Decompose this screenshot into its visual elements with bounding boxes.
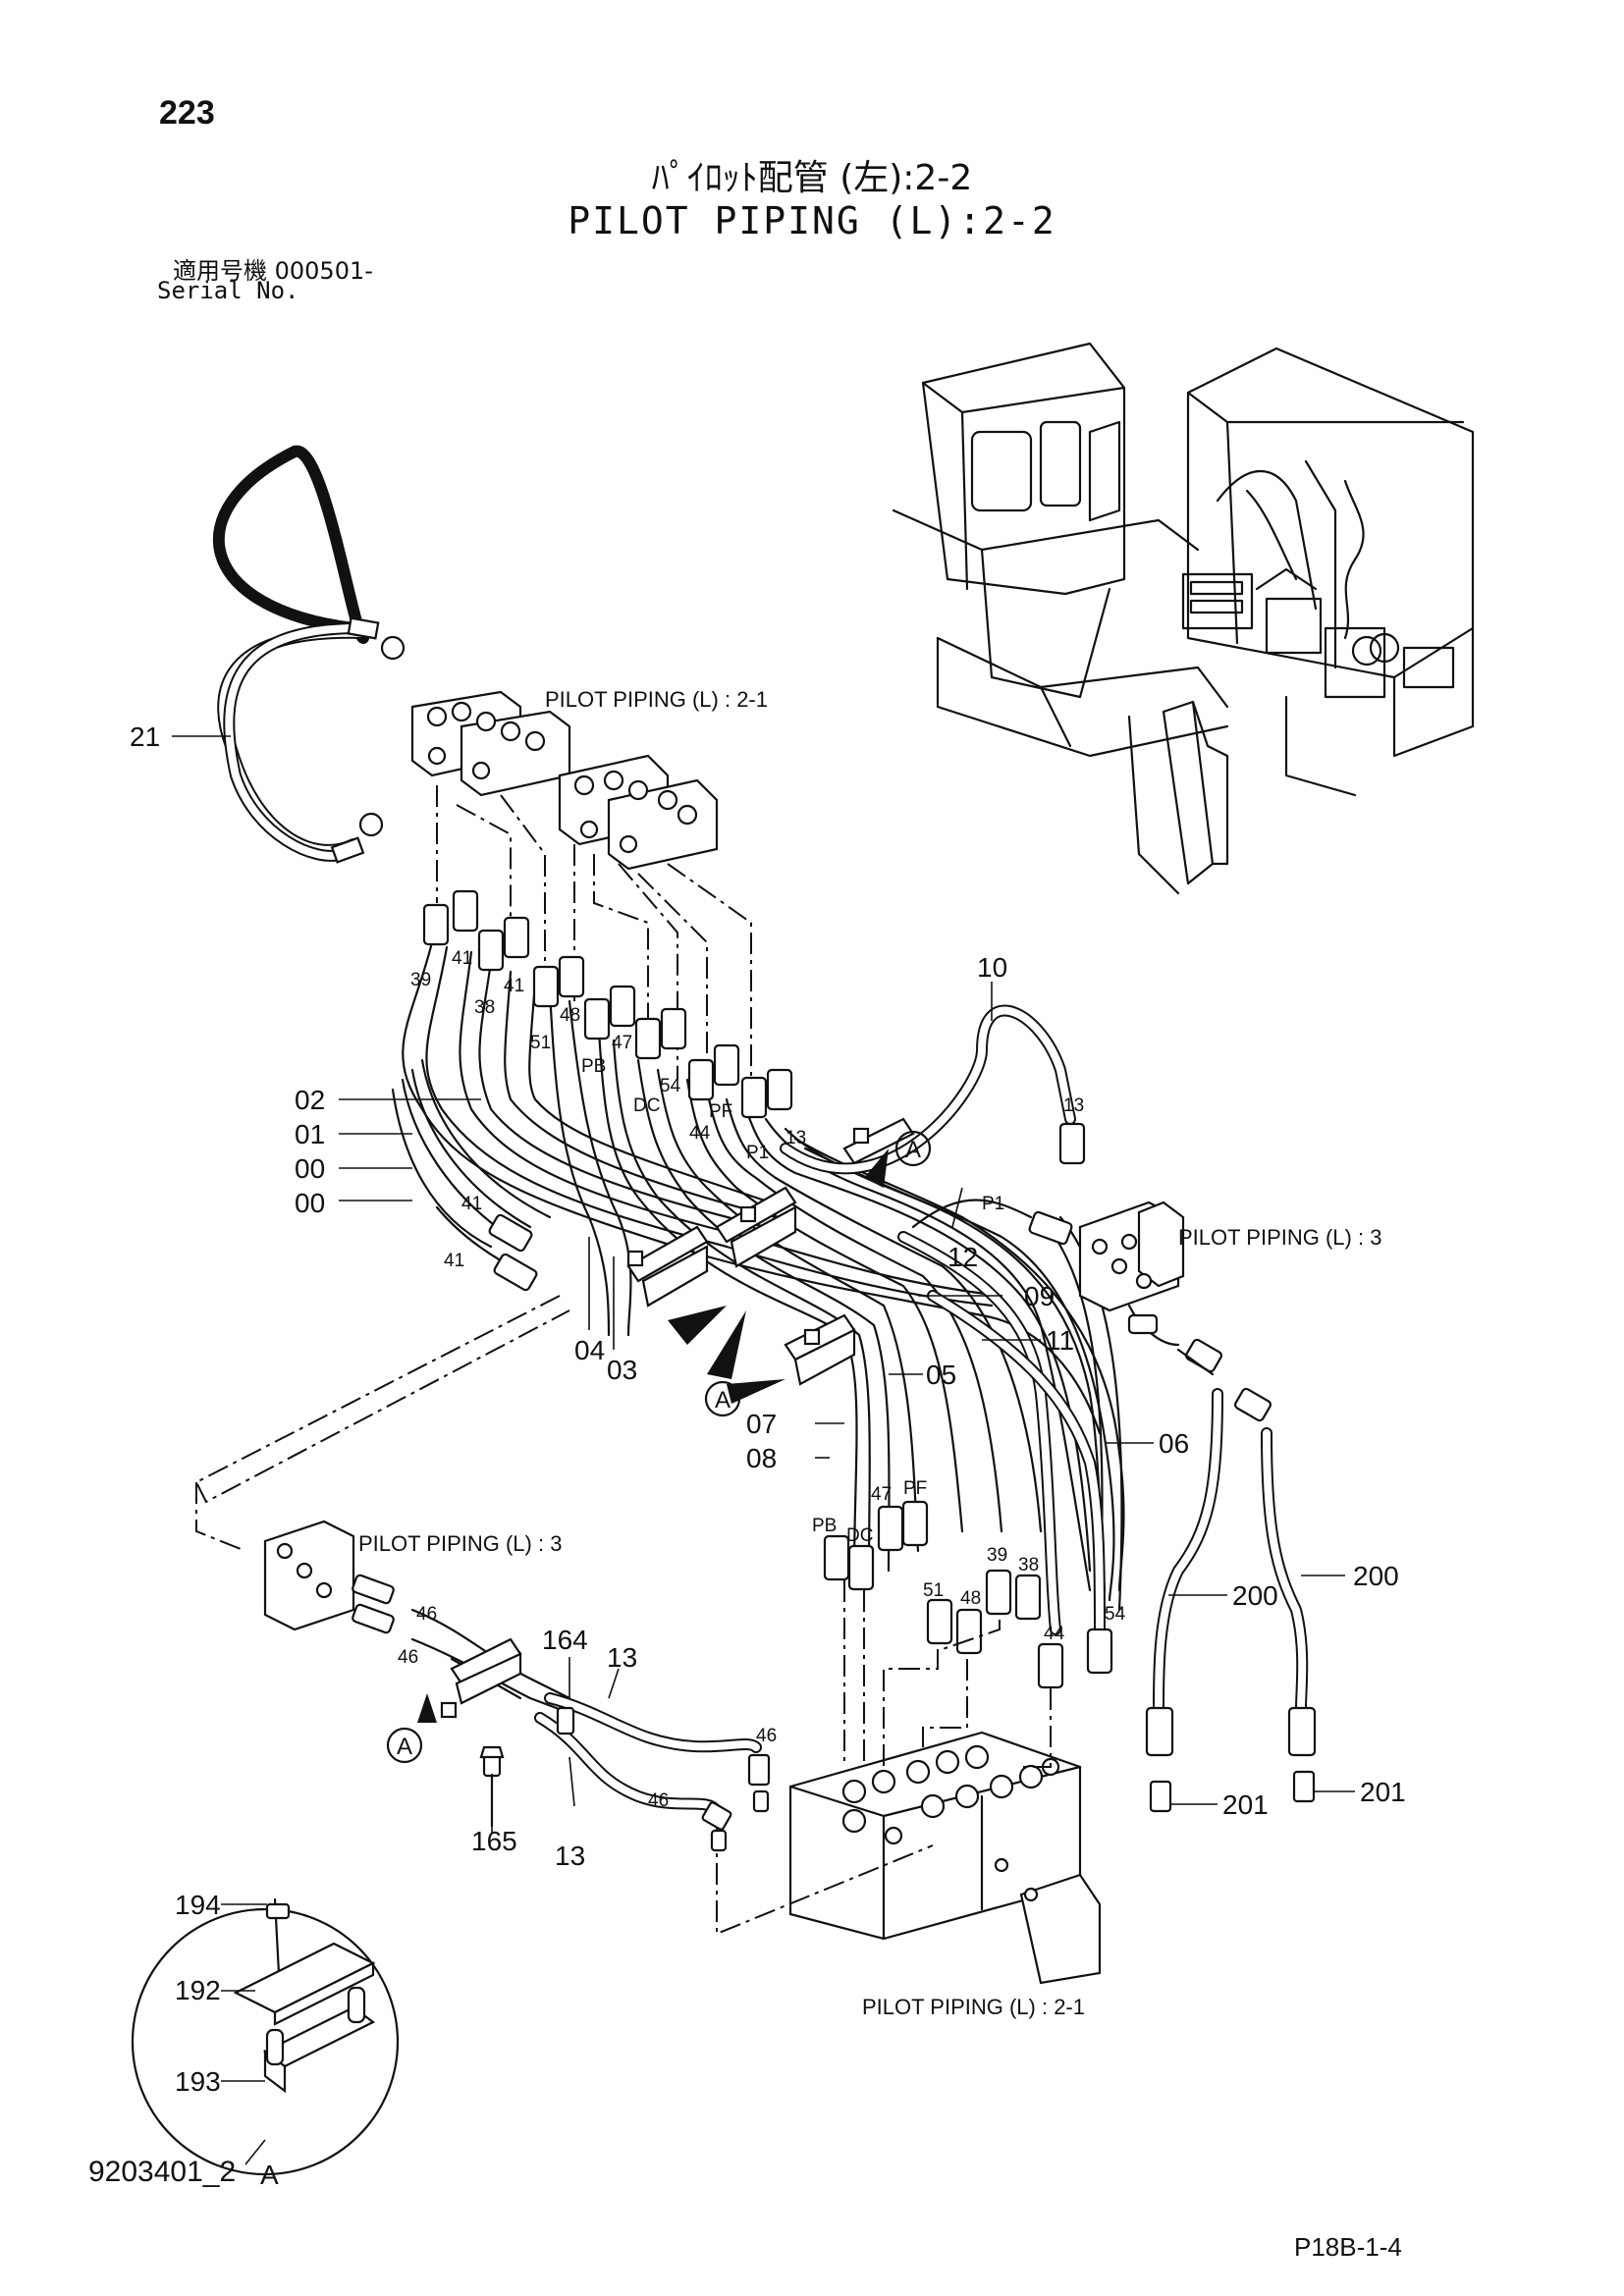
- detail-a-label: A: [260, 2160, 279, 2190]
- title-japanese: ﾊﾟｲﾛｯﾄ配管 (左):2-2: [651, 158, 973, 198]
- callout-06: 06: [1159, 1428, 1189, 1459]
- ref-pilot-piping-2-1-bottom: PILOT PIPING (L) : 2-1: [862, 1995, 1085, 2019]
- view-a-arrows: [417, 1148, 889, 1723]
- label-13-upper-a: 13: [785, 1128, 806, 1148]
- small-labels: 39 41 41 38 51 48 47 PB DC 54 PF 44 P1 1…: [398, 948, 1126, 1811]
- leader-line-left: [194, 1295, 570, 1552]
- view-marker-a-2: A: [715, 1387, 731, 1414]
- callout-164: 164: [542, 1625, 588, 1655]
- callout-165: 165: [471, 1826, 517, 1856]
- callout-12: 12: [947, 1242, 978, 1272]
- pilot-valve-blocks-top: [410, 690, 719, 871]
- serial-label-japanese: 適用号機 000501-: [173, 257, 373, 285]
- callout-05: 05: [926, 1360, 956, 1390]
- label-p1-upper: P1: [746, 1143, 769, 1163]
- label-46-d: 46: [648, 1790, 669, 1811]
- callout-13-a: 13: [607, 1642, 637, 1673]
- label-39-upper: 39: [410, 970, 431, 990]
- fittings-upper: [422, 889, 1086, 1292]
- view-markers: A A A: [386, 1130, 932, 1764]
- callout-02: 02: [295, 1085, 325, 1115]
- label-47-upper: 47: [612, 1033, 632, 1053]
- label-46-c: 46: [756, 1726, 777, 1746]
- label-54-upper: 54: [660, 1076, 681, 1096]
- label-p1-right: P1: [982, 1194, 1004, 1214]
- callout-00-b: 00: [295, 1188, 325, 1218]
- label-13-upper-b: 13: [1063, 1095, 1084, 1116]
- callout-11: 11: [1046, 1325, 1074, 1356]
- ref-pilot-piping-2-1-top: PILOT PIPING (L) : 2-1: [545, 687, 768, 712]
- label-41-lower-b: 41: [444, 1251, 464, 1271]
- callout-193: 193: [175, 2066, 221, 2097]
- ref-pilot-piping-3-left: PILOT PIPING (L) : 3: [358, 1531, 562, 1556]
- view-marker-a-3: A: [397, 1734, 412, 1760]
- label-41-upper-b: 41: [504, 976, 524, 996]
- label-44-lower: 44: [1044, 1624, 1065, 1644]
- machine-overview-illustration: [892, 342, 1475, 895]
- label-38-upper: 38: [474, 997, 495, 1018]
- label-48-lower: 48: [960, 1588, 981, 1609]
- title-english: PILOT PIPING (L):2-2: [568, 199, 1056, 242]
- control-valve-block: [788, 1731, 1102, 1985]
- reference-labels: PILOT PIPING (L) : 2-1 PILOT PIPING (L) …: [358, 687, 1381, 2019]
- label-dc-upper: DC: [633, 1095, 660, 1116]
- pipe-bundle: [391, 940, 1125, 1635]
- clamps: [626, 1117, 915, 1386]
- callout-leaders: [172, 735, 1355, 2165]
- callout-00-a: 00: [295, 1153, 325, 1184]
- callout-13-b: 13: [555, 1841, 585, 1871]
- serial-label-english: Serial No.: [157, 277, 299, 304]
- hose-21: [213, 445, 406, 864]
- label-dc-lower: DC: [846, 1525, 873, 1546]
- callout-08: 08: [746, 1443, 777, 1473]
- page-reference: P18B-1-4: [1294, 2232, 1402, 2262]
- callout-194: 194: [175, 1890, 221, 1920]
- label-46-a: 46: [416, 1604, 437, 1625]
- label-41-lower-a: 41: [461, 1194, 482, 1214]
- label-44-upper: 44: [689, 1123, 711, 1144]
- callout-200-a: 200: [1232, 1580, 1278, 1611]
- callout-201-a: 201: [1222, 1789, 1269, 1820]
- ref-pilot-piping-3-right: PILOT PIPING (L) : 3: [1178, 1225, 1381, 1250]
- fittings-lower: [823, 1500, 1113, 1689]
- callout-200-b: 200: [1353, 1561, 1399, 1591]
- label-pb-lower: PB: [812, 1516, 837, 1536]
- view-marker-a-1: A: [905, 1137, 921, 1163]
- label-39-lower: 39: [987, 1545, 1007, 1566]
- callout-201-b: 201: [1360, 1777, 1406, 1807]
- label-41-upper-a: 41: [452, 948, 472, 969]
- left-valve-assembly: [263, 1520, 771, 1852]
- callout-01: 01: [295, 1119, 325, 1149]
- leader-lines-top: [436, 785, 752, 1080]
- label-pf-lower: PF: [903, 1478, 927, 1499]
- callout-09: 09: [1024, 1281, 1055, 1311]
- detail-a-view: [131, 1897, 400, 2176]
- label-54-lower: 54: [1105, 1604, 1126, 1625]
- label-pf-upper: PF: [709, 1101, 732, 1122]
- page-number: 223: [159, 94, 215, 132]
- callout-192: 192: [175, 1975, 221, 2005]
- leader-lines-lower: [716, 1580, 1052, 1936]
- label-46-b: 46: [398, 1647, 418, 1668]
- callout-21: 21: [130, 721, 160, 752]
- callout-03: 03: [607, 1355, 637, 1385]
- label-47-lower: 47: [871, 1484, 892, 1505]
- drawing-number: 9203401_2: [88, 2156, 236, 2188]
- callout-numbers: 21 02 01 00 00 04 03 10 12 09 11 05 07 0…: [130, 721, 1406, 2190]
- label-51-lower: 51: [923, 1580, 944, 1601]
- callout-10: 10: [977, 952, 1007, 983]
- label-38-lower: 38: [1018, 1555, 1039, 1575]
- label-48-upper: 48: [560, 1005, 580, 1026]
- callout-04: 04: [574, 1335, 605, 1365]
- right-valve-assembly: [1078, 1201, 1317, 1813]
- label-pb-upper: PB: [581, 1056, 606, 1077]
- label-51-upper: 51: [530, 1033, 551, 1053]
- callout-07: 07: [746, 1409, 777, 1439]
